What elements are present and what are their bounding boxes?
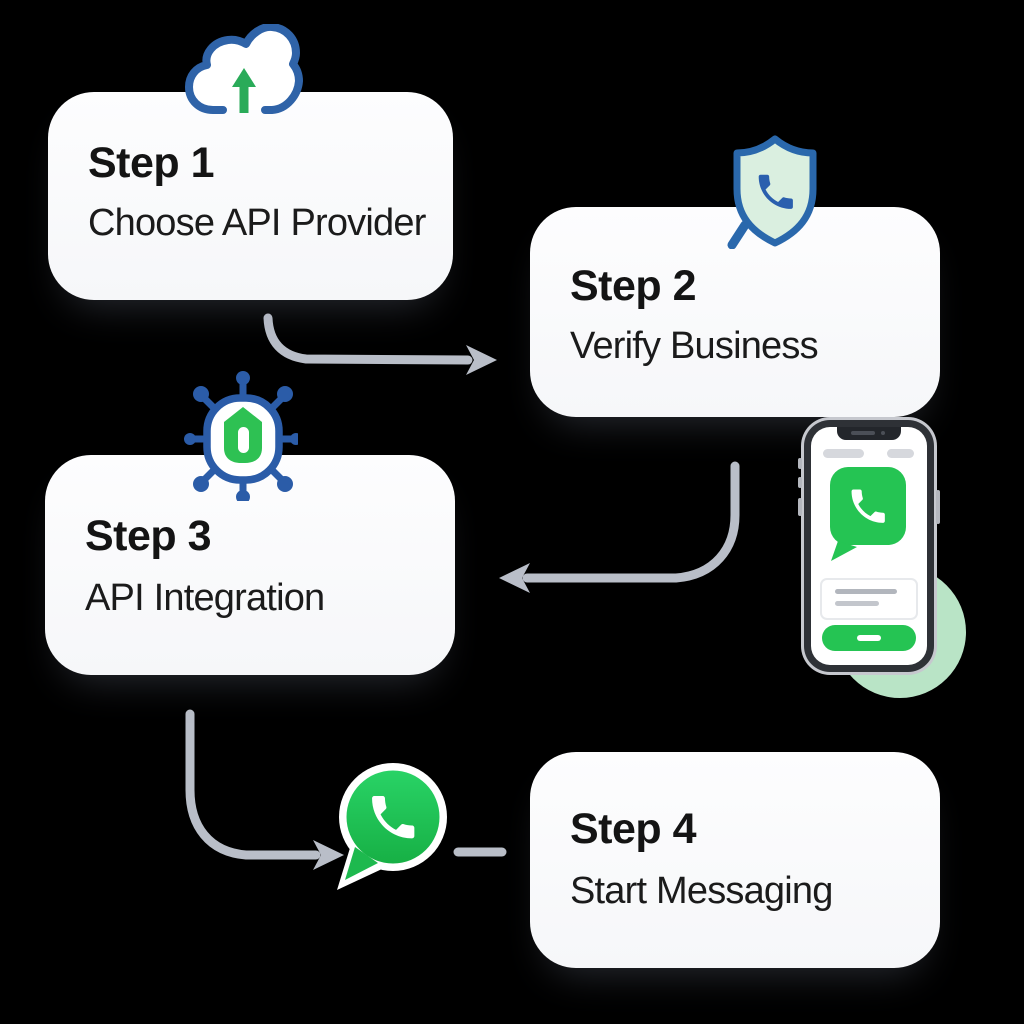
- step-title: Step 3: [85, 512, 212, 560]
- step-card-1: Step 1 Choose API Provider: [48, 92, 453, 300]
- step-subtitle: API Integration: [85, 577, 325, 619]
- whatsapp-logo-icon: [337, 763, 447, 890]
- arrowhead-left: [499, 563, 530, 593]
- phone-side-button: [798, 477, 802, 488]
- message-line: [835, 601, 879, 606]
- phone-notch: [837, 427, 901, 440]
- step-title: Step 4: [570, 805, 697, 853]
- button-dash: [857, 635, 881, 641]
- step2-to-step3-arrow: [522, 461, 740, 583]
- step1-to-step2-arrow: [263, 313, 473, 365]
- step-card-3: Step 3 API Integration: [45, 455, 455, 675]
- shield-phone-icon: [727, 135, 817, 249]
- arrowhead-right: [466, 345, 497, 375]
- step-subtitle: Start Messaging: [570, 870, 833, 912]
- camera-dot: [881, 431, 885, 435]
- api-network-chip-icon: [184, 371, 298, 501]
- step3-to-whatsapp-arrow: [185, 709, 321, 860]
- step-card-2: Step 2 Verify Business: [530, 207, 940, 417]
- phone-screen: [811, 427, 927, 665]
- smartphone-mockup: [798, 420, 940, 672]
- message-line: [835, 589, 897, 594]
- phone-side-button: [798, 458, 802, 469]
- arrowhead-right: [313, 840, 344, 870]
- phone-side-button: [936, 490, 940, 524]
- status-pill-right: [887, 449, 914, 458]
- step-title: Step 2: [570, 262, 697, 310]
- step-title: Step 1: [88, 139, 215, 187]
- upload-arrow: [232, 68, 256, 113]
- cloud-upload-icon: [185, 24, 303, 114]
- speaker-slot: [851, 431, 875, 435]
- message-preview-card: [820, 578, 918, 620]
- step-subtitle: Choose API Provider: [88, 202, 426, 244]
- whatsapp-chat-bubble-icon: [830, 467, 906, 561]
- green-action-button: [822, 625, 916, 651]
- step-subtitle: Verify Business: [570, 325, 819, 367]
- phone-side-button: [798, 498, 802, 516]
- step-card-4: Step 4 Start Messaging: [530, 752, 940, 968]
- status-pill-left: [823, 449, 864, 458]
